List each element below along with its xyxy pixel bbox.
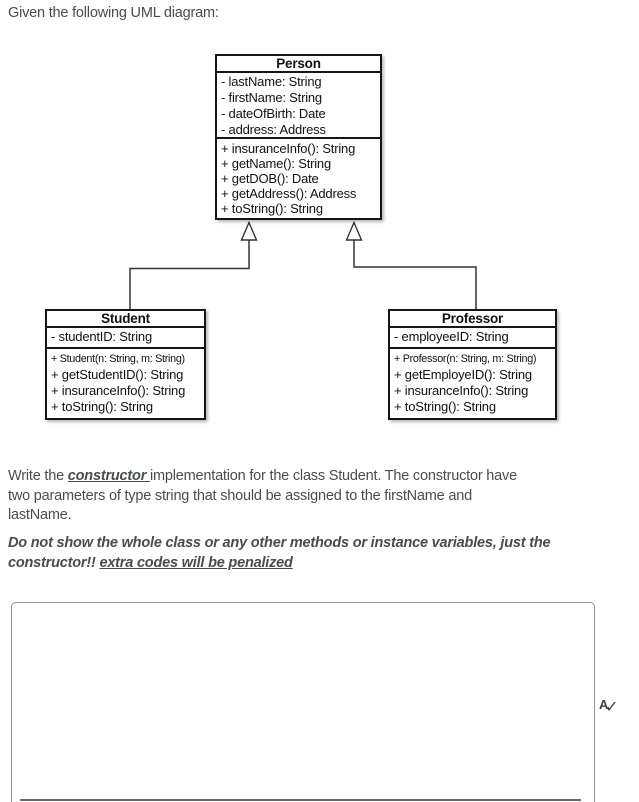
uml-methods-section: + insuranceInfo(): String + getName(): S…: [217, 139, 380, 218]
prompt-emphasis-constructor: constructor: [67, 468, 150, 484]
uml-attribute: - employeeID: String: [394, 329, 509, 344]
generalization-arrow-icon: [345, 220, 363, 241]
uml-method: + insuranceInfo(): String: [394, 383, 529, 398]
prompt-text: implementation for the class Student. Th…: [149, 468, 517, 484]
uml-attribute: - studentID: String: [51, 329, 152, 344]
uml-attributes-section: - lastName: String - firstName: String -…: [217, 73, 380, 139]
prompt-line-1: Write the constructor implementation for…: [8, 467, 517, 487]
uml-class-title: Student: [47, 311, 204, 328]
uml-method: + getEmployeID(): String: [394, 367, 532, 382]
uml-attributes-section: - employeeID: String: [390, 328, 555, 349]
answer-textbox[interactable]: [11, 602, 595, 802]
prompt-text: Write the: [8, 468, 68, 484]
uml-methods-section: + Professor(n: String, m: String) + getE…: [390, 349, 555, 417]
uml-method: + insuranceInfo(): String: [51, 383, 186, 398]
uml-method: + getDOB(): Date: [221, 171, 319, 186]
uml-methods-section: + Student(n: String, m: String) + getStu…: [47, 349, 204, 417]
uml-attributes-section: - studentID: String: [47, 328, 204, 349]
note-text: constructor!!: [8, 554, 100, 571]
uml-method: + insuranceInfo(): String: [221, 141, 356, 156]
prompt-line-3: lastName.: [8, 507, 72, 523]
question-note: Do not show the whole class or any other…: [8, 534, 551, 574]
question-intro-text: Given the following UML diagram:: [8, 5, 219, 21]
accessibility-check-icon[interactable]: A ✓: [598, 696, 622, 720]
uml-class-person: Person - lastName: String - firstName: S…: [215, 54, 382, 220]
note-line-1: Do not show the whole class or any other…: [8, 535, 551, 551]
uml-method: + getAddress(): Address: [221, 186, 357, 201]
uml-class-title: Professor: [390, 311, 555, 328]
prompt-line-2: two parameters of type string that shoul…: [8, 487, 472, 504]
uml-attribute: - dateOfBirth: Date: [221, 106, 326, 121]
uml-method: + toString(): String: [394, 399, 496, 414]
uml-method: + toString(): String: [221, 201, 323, 216]
uml-class-student: Student - studentID: String + Student(n:…: [45, 309, 206, 420]
accessibility-letter: A: [599, 697, 609, 712]
question-prompt: Write the constructor implementation for…: [8, 467, 517, 526]
uml-method: + getName(): String: [221, 156, 331, 171]
bottom-divider: [20, 799, 581, 801]
uml-attribute: - lastName: String: [221, 74, 322, 89]
uml-class-professor: Professor - employeeID: String + Profess…: [388, 309, 557, 420]
inheritance-connector-lines: [129, 220, 477, 309]
uml-attribute: - firstName: String: [221, 90, 322, 105]
note-line-2: constructor!! extra codes will be penali…: [8, 554, 550, 574]
uml-method: + Professor(n: String, m: String): [394, 353, 537, 365]
generalization-arrow-icon: [240, 220, 258, 241]
uml-method: + toString(): String: [51, 399, 153, 414]
note-underlined-text: extra codes will be penalized: [99, 554, 293, 571]
uml-method: + getStudentID(): String: [51, 367, 184, 382]
uml-attribute: - address: Address: [221, 122, 326, 137]
checkmark-glyph: ✓: [605, 699, 619, 716]
uml-method: + Student(n: String, m: String): [51, 353, 185, 365]
uml-class-title: Person: [217, 56, 380, 73]
